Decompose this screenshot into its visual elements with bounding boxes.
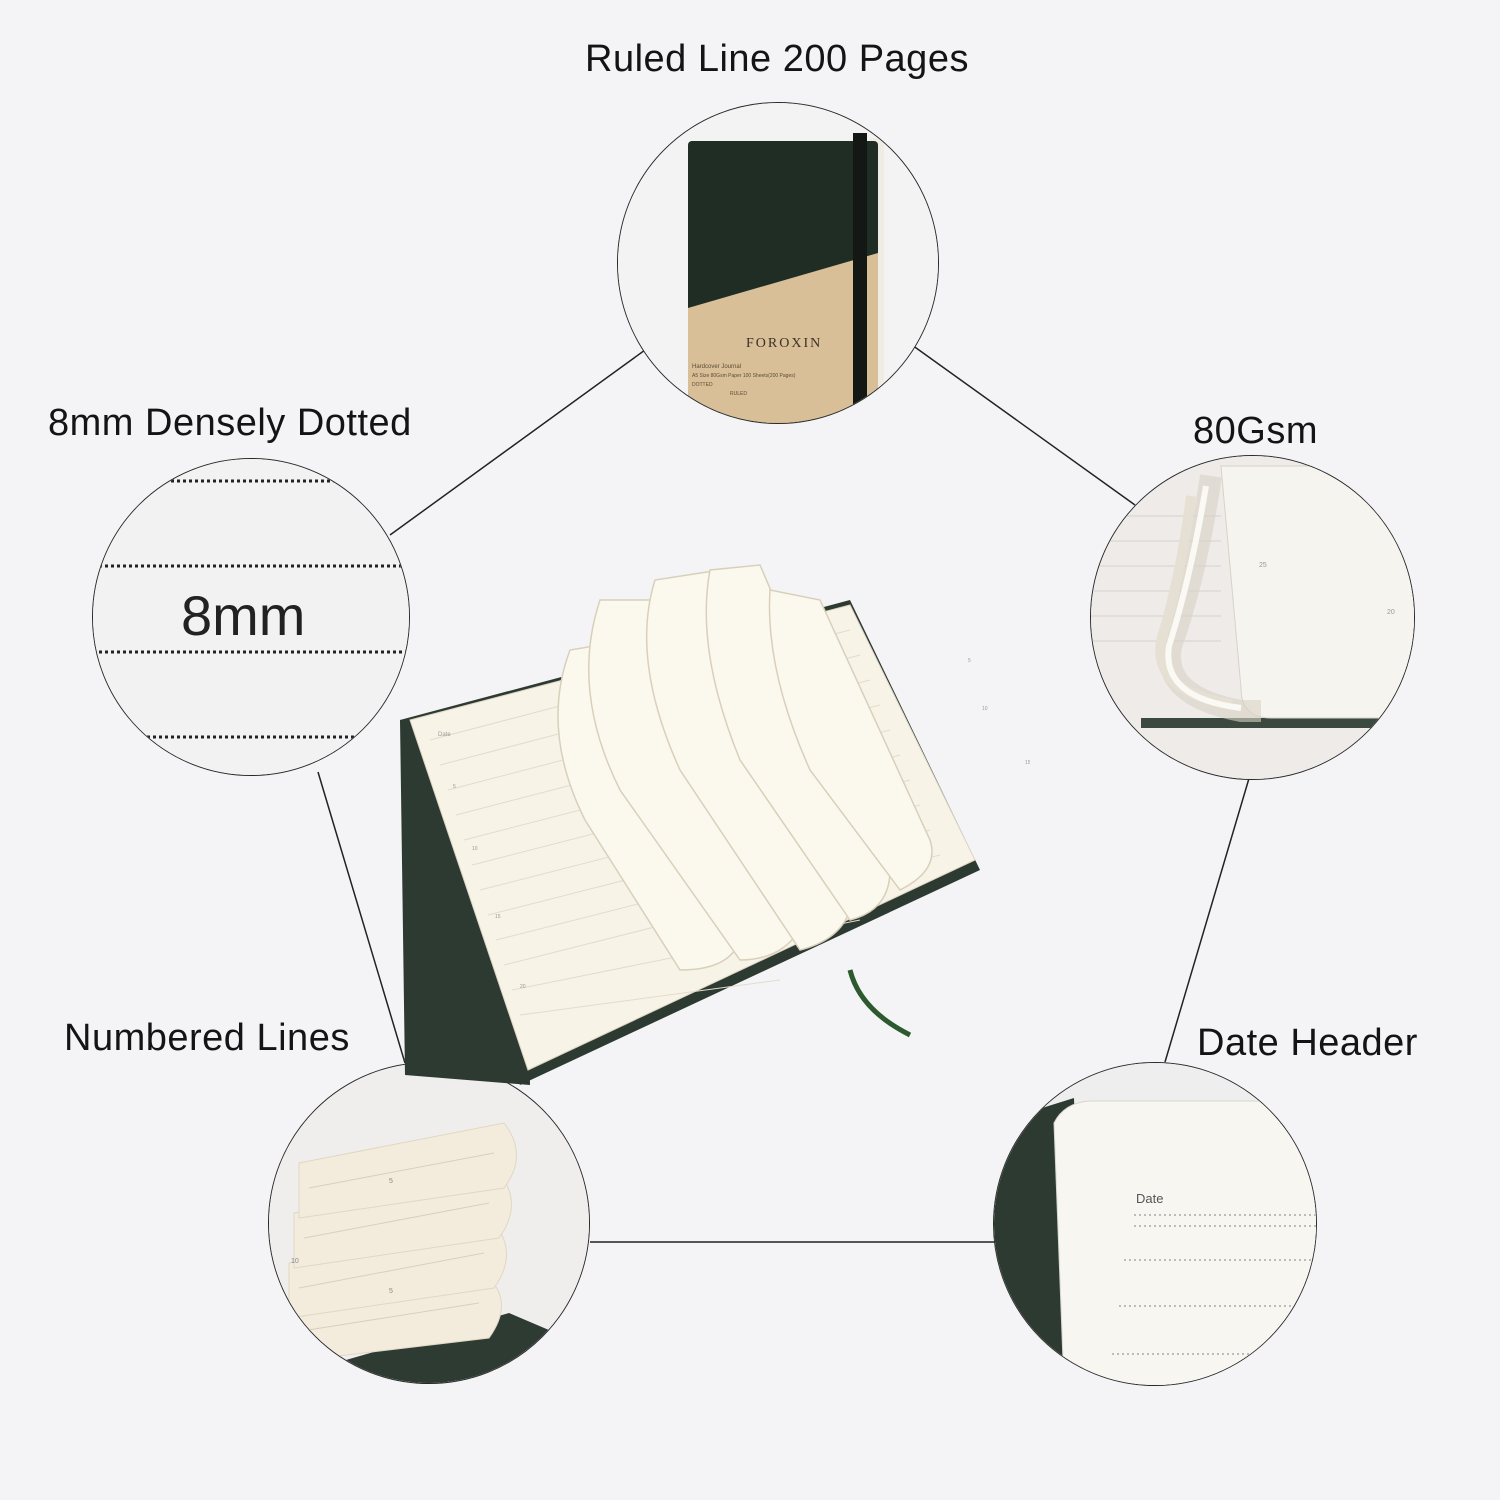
- connector-top-left: [389, 349, 646, 536]
- label-ruled-line: Ruled Line 200 Pages: [585, 38, 969, 80]
- journal-left-num-15: 15: [495, 914, 501, 920]
- cover-brand: FOROXIN: [746, 336, 822, 351]
- zoom-circle-date: Date: [993, 1062, 1317, 1386]
- cover-subtitle-2: A5 Size 80Gsm Paper 100 Sheets(200 Pages…: [692, 373, 796, 379]
- journal-date: Date: [438, 732, 451, 738]
- label-numbered-lines: Numbered Lines: [64, 1017, 350, 1059]
- journal-right-num-15: 15: [1025, 760, 1030, 766]
- zoom-circle-80gsm: 25 20: [1090, 455, 1415, 780]
- journal-right-num-5: 5: [968, 658, 971, 664]
- date-header-illustration: Date: [994, 1063, 1316, 1385]
- zoom-circle-cover: FOROXIN Hardcover Journal A5 Size 80Gsm …: [617, 102, 939, 424]
- dotted-paper-illustration: 8mm: [93, 459, 409, 775]
- connector-right: [1164, 774, 1251, 1063]
- journal-left-num-20: 20: [520, 984, 526, 990]
- dotted-measure: 8mm: [181, 584, 305, 647]
- connector-top-right: [911, 344, 1136, 506]
- paper-thickness-illustration: 25 20: [1091, 456, 1414, 779]
- notebook-cover-illustration: FOROXIN Hardcover Journal A5 Size 80Gsm …: [618, 103, 938, 423]
- journal-left-num-5: 5: [453, 784, 456, 790]
- label-date-header: Date Header: [1197, 1022, 1418, 1064]
- journal-left-num-10: 10: [472, 846, 478, 852]
- zoom-circle-numbered: 5 10 5 10: [268, 1062, 590, 1384]
- cover-subtitle-1: Hardcover Journal: [692, 364, 741, 370]
- gsm-page-number-20: 20: [1387, 609, 1395, 616]
- numbered-line-5-a: 5: [389, 1178, 393, 1185]
- cover-option-dotted: DOTTED: [692, 382, 713, 388]
- journal-right-num-10: 10: [982, 706, 988, 712]
- gsm-page-number-25: 25: [1259, 562, 1267, 569]
- open-journal-illustration: Date 5 10 15 20 5 10 15 20: [400, 564, 1030, 1085]
- connector-left: [317, 771, 406, 1064]
- numbered-lines-illustration: 5 10 5 10: [269, 1063, 589, 1383]
- numbered-line-10-a: 10: [291, 1258, 299, 1265]
- label-80gsm: 80Gsm: [1193, 410, 1318, 452]
- zoom-circle-dotted: 8mm: [92, 458, 410, 776]
- date-header-text: Date: [1136, 1191, 1163, 1206]
- numbered-line-5-b: 5: [389, 1288, 393, 1295]
- label-densely-dotted: 8mm Densely Dotted: [48, 402, 412, 444]
- cover-option-ruled: RULED: [730, 391, 747, 397]
